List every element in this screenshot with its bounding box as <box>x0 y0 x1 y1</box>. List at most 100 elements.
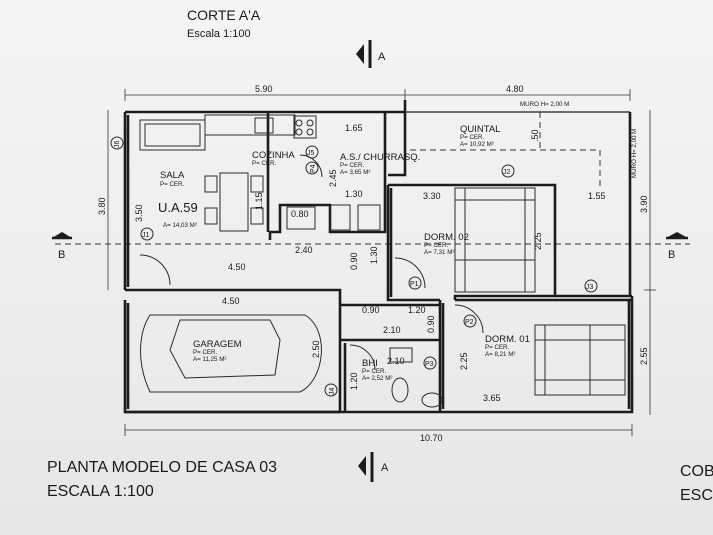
dim-right-lower: 2.55 <box>639 347 649 365</box>
svg-text:J6: J6 <box>114 141 121 149</box>
dim-quintal-h: .50 <box>530 129 540 142</box>
room-dorm01-area: A= 8,21 M² <box>485 351 515 358</box>
dim-dorm01-w: 3.65 <box>483 393 501 403</box>
sofa <box>139 119 206 151</box>
dim-hall-v3: 0.90 <box>426 315 436 333</box>
left-dimension: 3.80 <box>97 110 109 290</box>
svg-text:J5: J5 <box>307 150 315 157</box>
tag-p2: P2 <box>463 314 477 328</box>
plan-scale: ESCALA 1:100 <box>47 483 154 500</box>
room-dorm02-area: A= 7,31 M² <box>424 249 454 256</box>
section-title: CORTE A'A <box>187 7 261 23</box>
top-dimensions: 5.90 4.80 <box>124 84 631 101</box>
section-cut-b-left: B <box>52 232 72 261</box>
dim-as-h: 2.45 <box>328 169 338 187</box>
section-label-b-right: B <box>668 249 675 261</box>
room-sala-floor: P= CER. <box>160 181 185 188</box>
section-cut-b-right: B <box>666 232 688 261</box>
section-label-b-left: B <box>58 249 65 261</box>
next-sheet-label-2: ESC <box>680 487 713 504</box>
section-label-a-bottom: A <box>381 462 389 474</box>
dim-hall-v1: 0.90 <box>349 252 359 270</box>
bathroom-fixtures <box>389 347 443 408</box>
dim-dorm02-w: 3.30 <box>423 191 441 201</box>
dim-coz-h: 1.15 <box>254 192 264 210</box>
dim-top-right: 4.80 <box>506 84 524 94</box>
room-quintal-floor: P= CER. <box>460 134 485 141</box>
room-bhi-area: A= 2,52 M² <box>362 375 392 382</box>
right-dimensions: 3.90 2.55 <box>639 110 656 415</box>
room-dorm01-name: DORM. 01 <box>485 334 530 345</box>
dim-garage-w: 4.50 <box>222 296 240 306</box>
dining-table <box>204 172 264 232</box>
muro-right: MURO H= 2,00 M <box>631 129 638 178</box>
svg-text:J3: J3 <box>586 284 594 291</box>
dim-quintal-w: 1.55 <box>588 191 606 201</box>
dim-left-total: 3.80 <box>97 197 107 215</box>
dim-hall-w: 2.40 <box>295 245 313 255</box>
bottom-dimension: 10.70 <box>124 424 633 443</box>
tag-j1: J1 <box>140 227 154 241</box>
room-cozinha-floor: P= CER. <box>252 160 277 167</box>
quintal-boundary <box>410 149 601 188</box>
dim-as-w: 1.65 <box>345 123 363 133</box>
plan-title: PLANTA MODELO DE CASA 03 <box>47 459 277 476</box>
room-as-name: A.S./ CHURRASQ. <box>340 152 420 163</box>
room-bhi-floor: P= CER. <box>362 368 387 375</box>
dim-hall-h3: 2.10 <box>383 325 401 335</box>
bed-dorm-02 <box>454 187 536 293</box>
tag-p3: P3 <box>423 356 437 370</box>
svg-text:J1: J1 <box>142 232 150 239</box>
room-dorm02-name: DORM. 02 <box>424 232 469 243</box>
section-scale: Escala 1:100 <box>187 28 251 40</box>
svg-text:J4: J4 <box>329 388 336 396</box>
tag-p1: P1 <box>408 276 422 290</box>
svg-text:P3: P3 <box>425 361 434 368</box>
room-bhi-name: BHI <box>362 358 378 369</box>
dim-as-w2: 1.30 <box>345 189 363 199</box>
room-as-area: A= 3,65 M² <box>340 169 370 176</box>
dim-sala-h: 3.50 <box>134 204 144 222</box>
walls <box>123 100 634 414</box>
section-cut-a-bottom: A <box>358 452 389 482</box>
door-swings <box>139 154 484 371</box>
tag-j3: J3 <box>584 279 598 293</box>
dim-garage-h: 2.50 <box>311 340 321 358</box>
room-quintal-area: A= 10,92 M² <box>460 141 494 148</box>
room-dorm02-floor: P= CER. <box>424 242 449 249</box>
dim-top-left: 5.90 <box>255 84 273 94</box>
svg-text:P2: P2 <box>465 319 474 326</box>
dim-hall-v2: 1.30 <box>369 246 379 264</box>
dim-bhi-h: 1.20 <box>349 372 359 390</box>
dim-sala-w: 4.50 <box>228 262 246 272</box>
tag-j2: J2 <box>501 164 515 178</box>
room-sala-area: A= 14,03 M² <box>163 222 197 229</box>
dim-hall-h1: 0.90 <box>362 305 380 315</box>
room-garagem-area: A= 11,25 M² <box>193 356 226 363</box>
room-dorm01-floor: P= CER. <box>485 344 510 351</box>
unit-label: U.A.59 <box>158 200 198 215</box>
svg-text:J2: J2 <box>503 169 511 176</box>
next-sheet-label-1: COB <box>680 463 713 480</box>
dim-dorm02-h: 2.25 <box>533 232 543 250</box>
tag-j6: J6 <box>110 136 124 150</box>
section-cut-a-top: A <box>356 40 386 68</box>
room-sala-name: SALA <box>160 170 185 181</box>
tag-p4: P4 <box>305 161 319 175</box>
section-label-a-top: A <box>378 51 386 63</box>
room-garagem-name: GARAGEM <box>193 339 242 350</box>
bed-dorm-01 <box>534 324 626 396</box>
svg-text:P4: P4 <box>310 164 317 173</box>
room-quintal-name: QUINTAL <box>460 124 500 135</box>
kitchen-counter <box>204 114 317 139</box>
room-cozinha-name: COZINHA <box>252 150 295 161</box>
car <box>140 314 322 393</box>
laundry-tanks <box>286 204 381 231</box>
dim-sink-w: 0.80 <box>291 209 309 219</box>
muro-top: MURO H= 2,00 M <box>520 101 569 108</box>
svg-text:P1: P1 <box>410 281 419 288</box>
room-as-floor: P= CER. <box>340 162 365 169</box>
dim-hall-h2: 1.20 <box>408 305 426 315</box>
